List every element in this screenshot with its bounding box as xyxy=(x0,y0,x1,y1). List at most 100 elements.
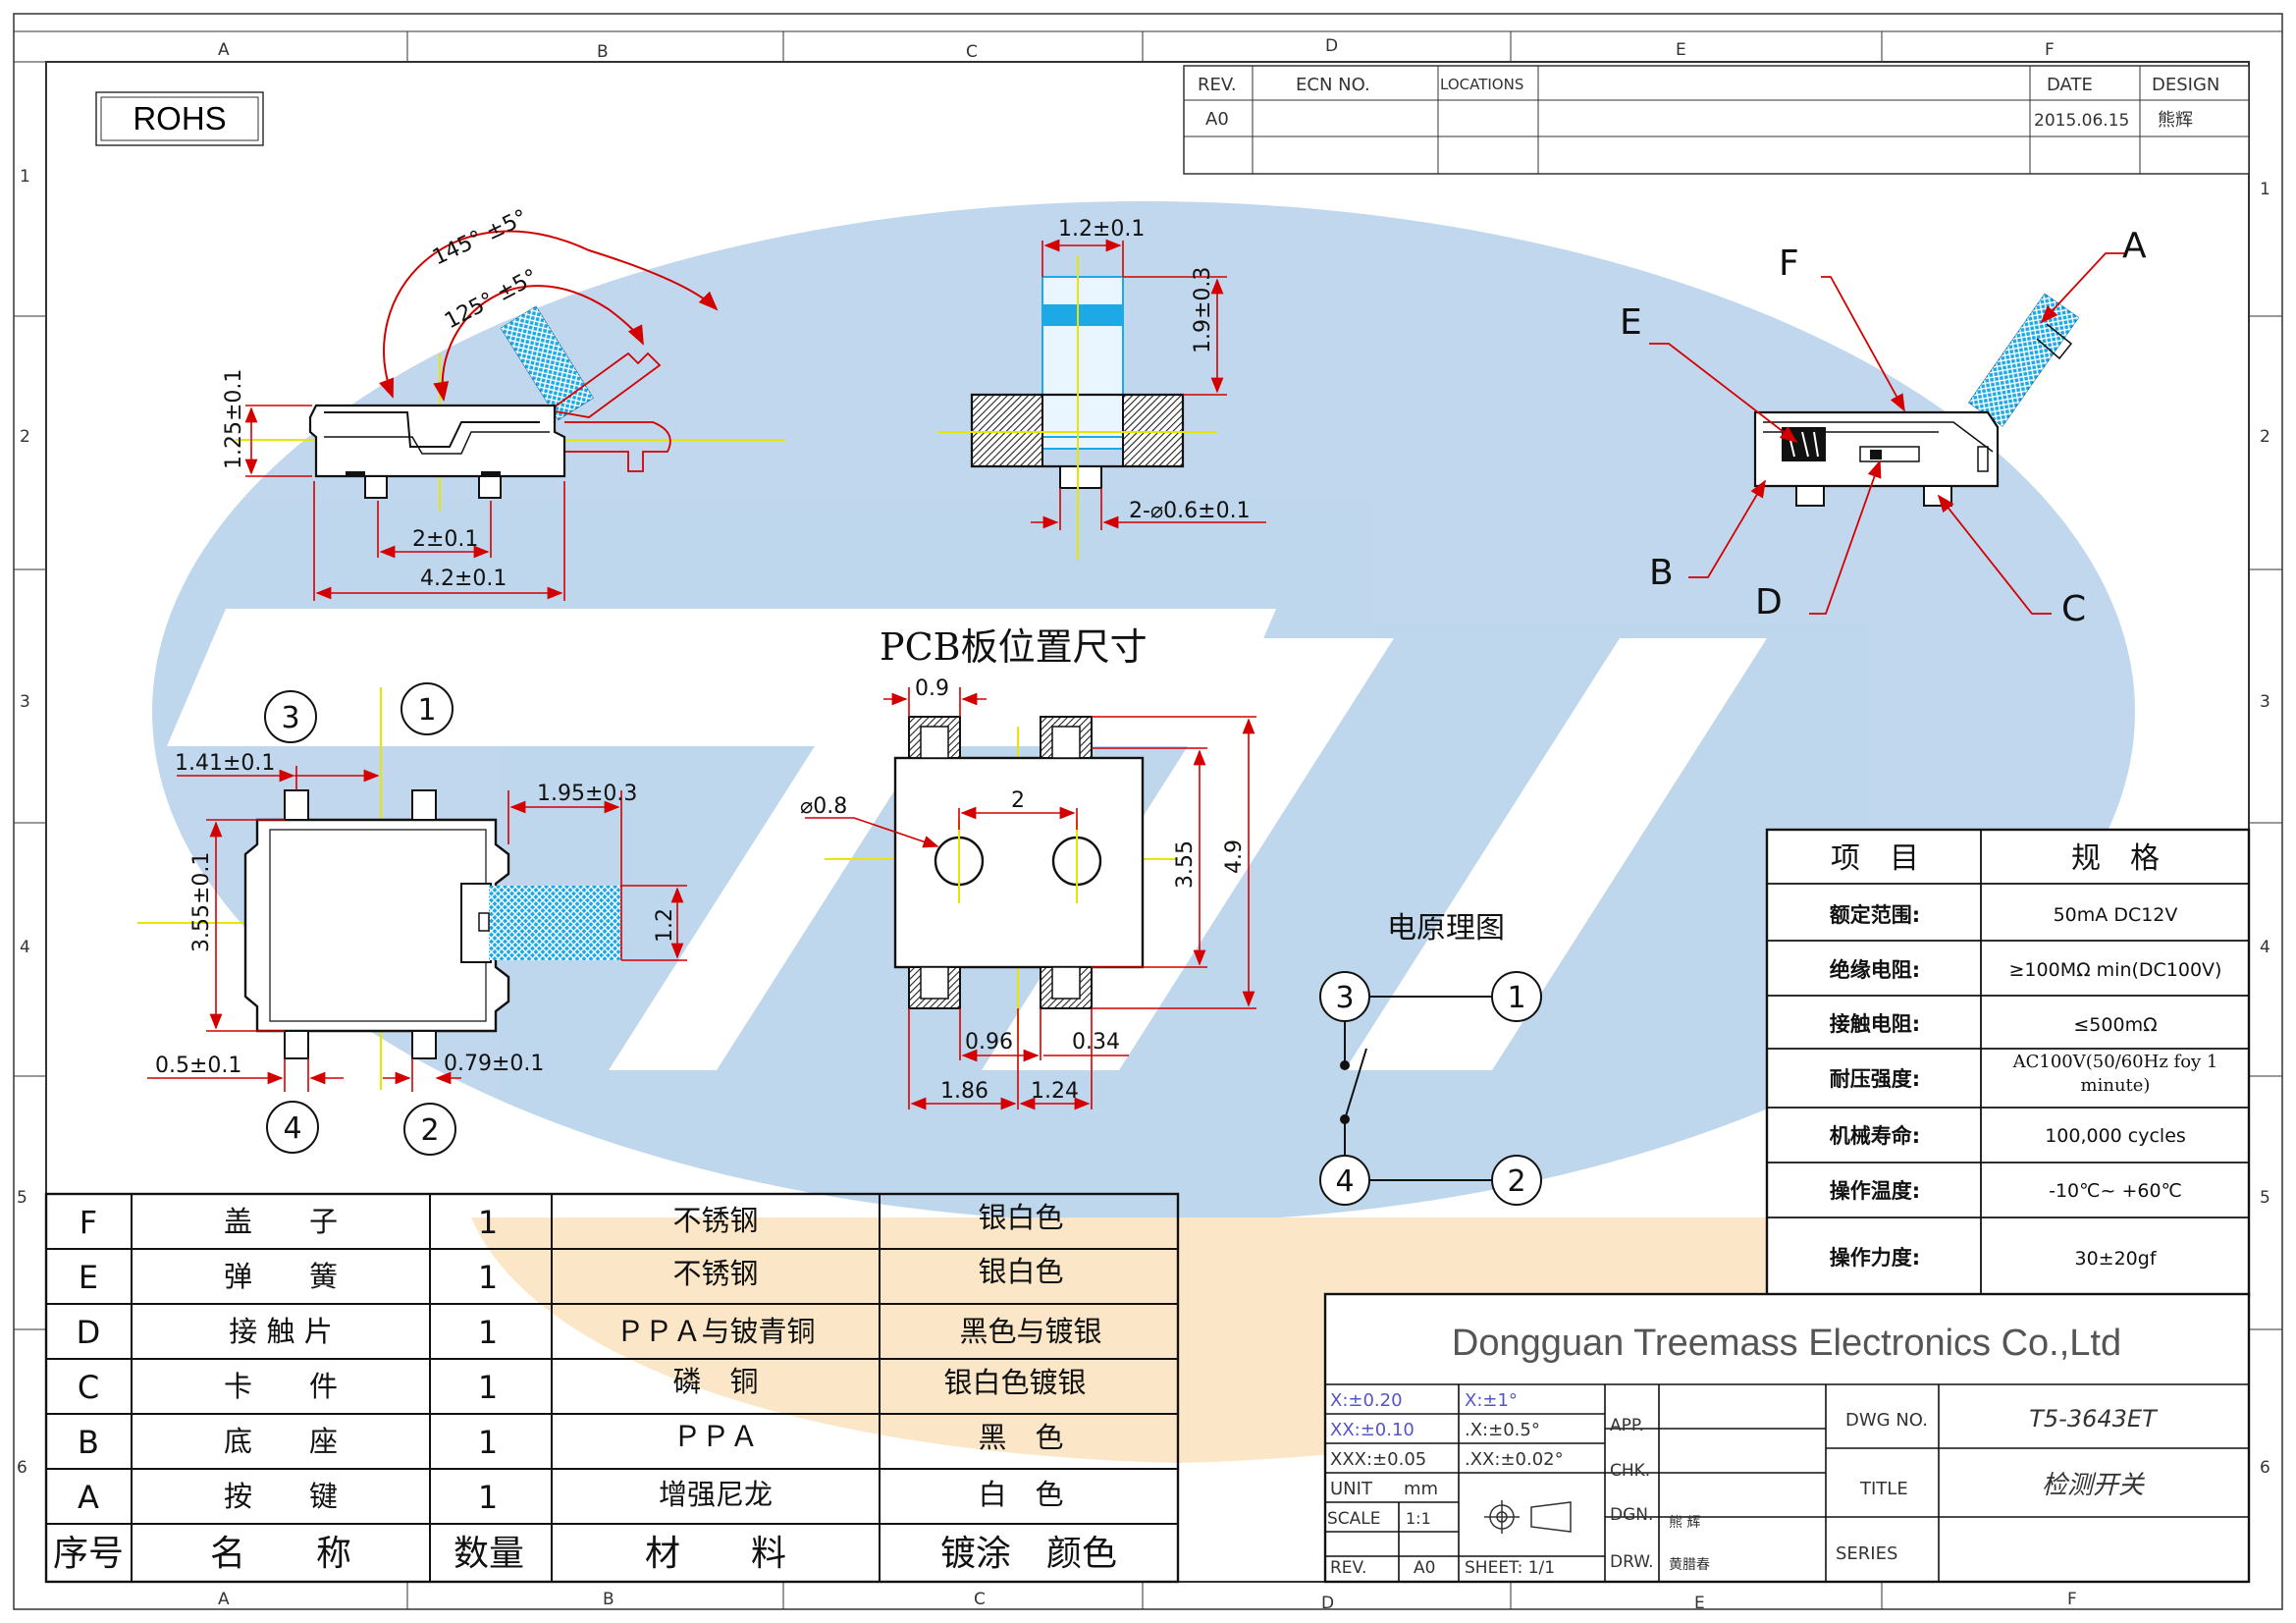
drw-name: 黄腊春 xyxy=(1669,1556,1710,1573)
tol-ang-xxx: .XX:±0.02° xyxy=(1465,1449,1564,1470)
row-label: 5 xyxy=(17,1188,27,1208)
dim-1-95: 1.95±0.3 xyxy=(537,782,637,806)
tol-x: X:±0.20 xyxy=(1330,1390,1403,1411)
dwg-no-value: T5-3643ET xyxy=(2029,1405,2159,1433)
chk-label: CHK. xyxy=(1610,1461,1650,1481)
spec-header-value: 规 格 xyxy=(2071,841,2160,876)
dim-1-24: 1.24 xyxy=(1031,1079,1079,1104)
bom-header-qty: 数量 xyxy=(454,1534,524,1574)
bom-finish: 银白色镀银 xyxy=(943,1366,1086,1399)
revision-block: REV. ECN NO. LOCATIONS DATE DESIGN A0 20… xyxy=(1183,65,2250,175)
dim-1-2: 1.2 xyxy=(653,908,677,943)
row-label: 6 xyxy=(17,1458,27,1478)
dim-width: 1.2±0.1 xyxy=(1058,217,1145,242)
dim-pin-dia: 2-⌀0.6±0.1 xyxy=(1129,499,1251,523)
company-name: Dongguan Treemass Electronics Co.,Ltd xyxy=(1452,1323,2121,1364)
spec-label: 绝缘电阻: xyxy=(1830,958,1920,982)
design-header: DESIGN xyxy=(2152,75,2219,95)
date-header: DATE xyxy=(2047,75,2093,95)
spec-label: 耐压强度: xyxy=(1830,1067,1920,1091)
iso-view: F A E B D C xyxy=(1620,226,2147,629)
label-f: F xyxy=(1779,243,1799,284)
bom-finish: 白 色 xyxy=(978,1478,1063,1511)
bom-qty: 1 xyxy=(478,1369,498,1406)
bom-finish: 银白色 xyxy=(978,1201,1063,1234)
title-label: TITLE xyxy=(1859,1479,1908,1499)
bom-material: 不锈钢 xyxy=(672,1257,758,1290)
ecn-header: ECN NO. xyxy=(1296,75,1370,95)
bom-material: 磷 铜 xyxy=(672,1365,758,1398)
bom-name: 按 键 xyxy=(224,1480,338,1513)
row-label: 2 xyxy=(2260,427,2270,447)
dim-pad-w: 0.9 xyxy=(915,676,949,701)
bom-id: C xyxy=(78,1369,99,1406)
sheet-value: SHEET: 1/1 xyxy=(1465,1558,1555,1578)
dim-0-34: 0.34 xyxy=(1072,1030,1120,1055)
row-label: 2 xyxy=(20,427,30,447)
col-label: B xyxy=(597,42,609,62)
pcb-layout: 0.9 ⌀0.8 2 3.55 4.9 0.96 0.34 1.86 1.24 xyxy=(800,676,1256,1110)
row-label: 3 xyxy=(2260,692,2270,712)
col-label: D xyxy=(1321,1594,1334,1613)
label-c: C xyxy=(2061,589,2086,629)
label-b: B xyxy=(1649,553,1674,593)
spec-value: 100,000 cycles xyxy=(2045,1125,2186,1147)
drw-label: DRW. xyxy=(1610,1552,1653,1572)
rev-value: A0 xyxy=(1414,1558,1435,1578)
label-d: D xyxy=(1755,582,1783,622)
bom-material: 不锈钢 xyxy=(672,1204,758,1237)
spec-label: 操作力度: xyxy=(1830,1246,1920,1270)
row-label: 1 xyxy=(2260,180,2270,199)
app-label: APP. xyxy=(1610,1416,1644,1435)
bom-finish: 黑色与镀银 xyxy=(959,1315,1101,1348)
pin-label-1: 1 xyxy=(417,693,436,728)
spec-header-item: 项 目 xyxy=(1831,841,1919,876)
bom-material: ＰＰＡ与铍青铜 xyxy=(615,1315,815,1348)
unit-value: mm xyxy=(1404,1479,1438,1499)
bom-header-no: 序号 xyxy=(53,1534,124,1574)
dim-hole-dia: ⌀0.8 xyxy=(800,794,847,819)
dim-0-5: 0.5±0.1 xyxy=(155,1054,241,1078)
tol-ang-xx: .X:±0.5° xyxy=(1465,1420,1540,1440)
dim-inner-h: 3.55 xyxy=(1173,840,1198,889)
rev-header: REV. xyxy=(1198,75,1237,95)
title-value: 检测开关 xyxy=(2042,1471,2145,1500)
projection-symbol xyxy=(1484,1500,1572,1534)
drawing-border xyxy=(13,13,2283,1610)
label-e: E xyxy=(1620,302,1642,343)
bom-header-name: 名 称 xyxy=(210,1534,351,1574)
scale-value: 1:1 xyxy=(1406,1509,1431,1528)
dim-0-79: 0.79±0.1 xyxy=(444,1052,544,1076)
label-a: A xyxy=(2122,226,2147,266)
dgn-name: 熊 辉 xyxy=(1669,1515,1700,1531)
bom-qty: 1 xyxy=(478,1424,498,1461)
bom-id: D xyxy=(77,1314,101,1351)
col-label: C xyxy=(974,1590,986,1609)
row-label: 1 xyxy=(20,167,30,187)
bom-id: B xyxy=(78,1424,99,1461)
spec-value: ≤500mΩ xyxy=(2073,1014,2157,1036)
circuit-pin-3: 3 xyxy=(1335,981,1354,1015)
bom-header-material: 材 料 xyxy=(645,1534,786,1574)
spec-label: 额定范围: xyxy=(1830,903,1920,927)
bom-name: 盖 子 xyxy=(224,1205,338,1238)
design-value: 熊辉 xyxy=(2158,110,2193,131)
bom-name: 接 触 片 xyxy=(229,1315,332,1348)
end-view: 1.2±0.1 1.9±0.3 2-⌀0.6±0.1 xyxy=(937,217,1266,560)
pin-label-3: 3 xyxy=(281,701,299,735)
dwg-no-label: DWG NO. xyxy=(1845,1410,1928,1431)
rohs-mark: ROHS xyxy=(95,91,264,146)
bom-id: E xyxy=(79,1259,98,1296)
rev-value: A0 xyxy=(1205,109,1229,130)
spec-value: ≥100MΩ min(DC100V) xyxy=(2009,959,2222,981)
bom-qty: 1 xyxy=(478,1479,498,1516)
bom-material: ＰＰＡ xyxy=(672,1420,758,1453)
title-block: Dongguan Treemass Electronics Co.,Ltd X:… xyxy=(1323,1292,2251,1584)
bom-finish: 黑 色 xyxy=(978,1421,1063,1454)
circuit-pin-2: 2 xyxy=(1507,1164,1525,1199)
pin-label-2: 2 xyxy=(420,1113,439,1148)
dim-1-86: 1.86 xyxy=(940,1079,988,1104)
dim-3-55: 3.55±0.1 xyxy=(189,852,214,952)
bom-material: 增强尼龙 xyxy=(659,1478,773,1511)
